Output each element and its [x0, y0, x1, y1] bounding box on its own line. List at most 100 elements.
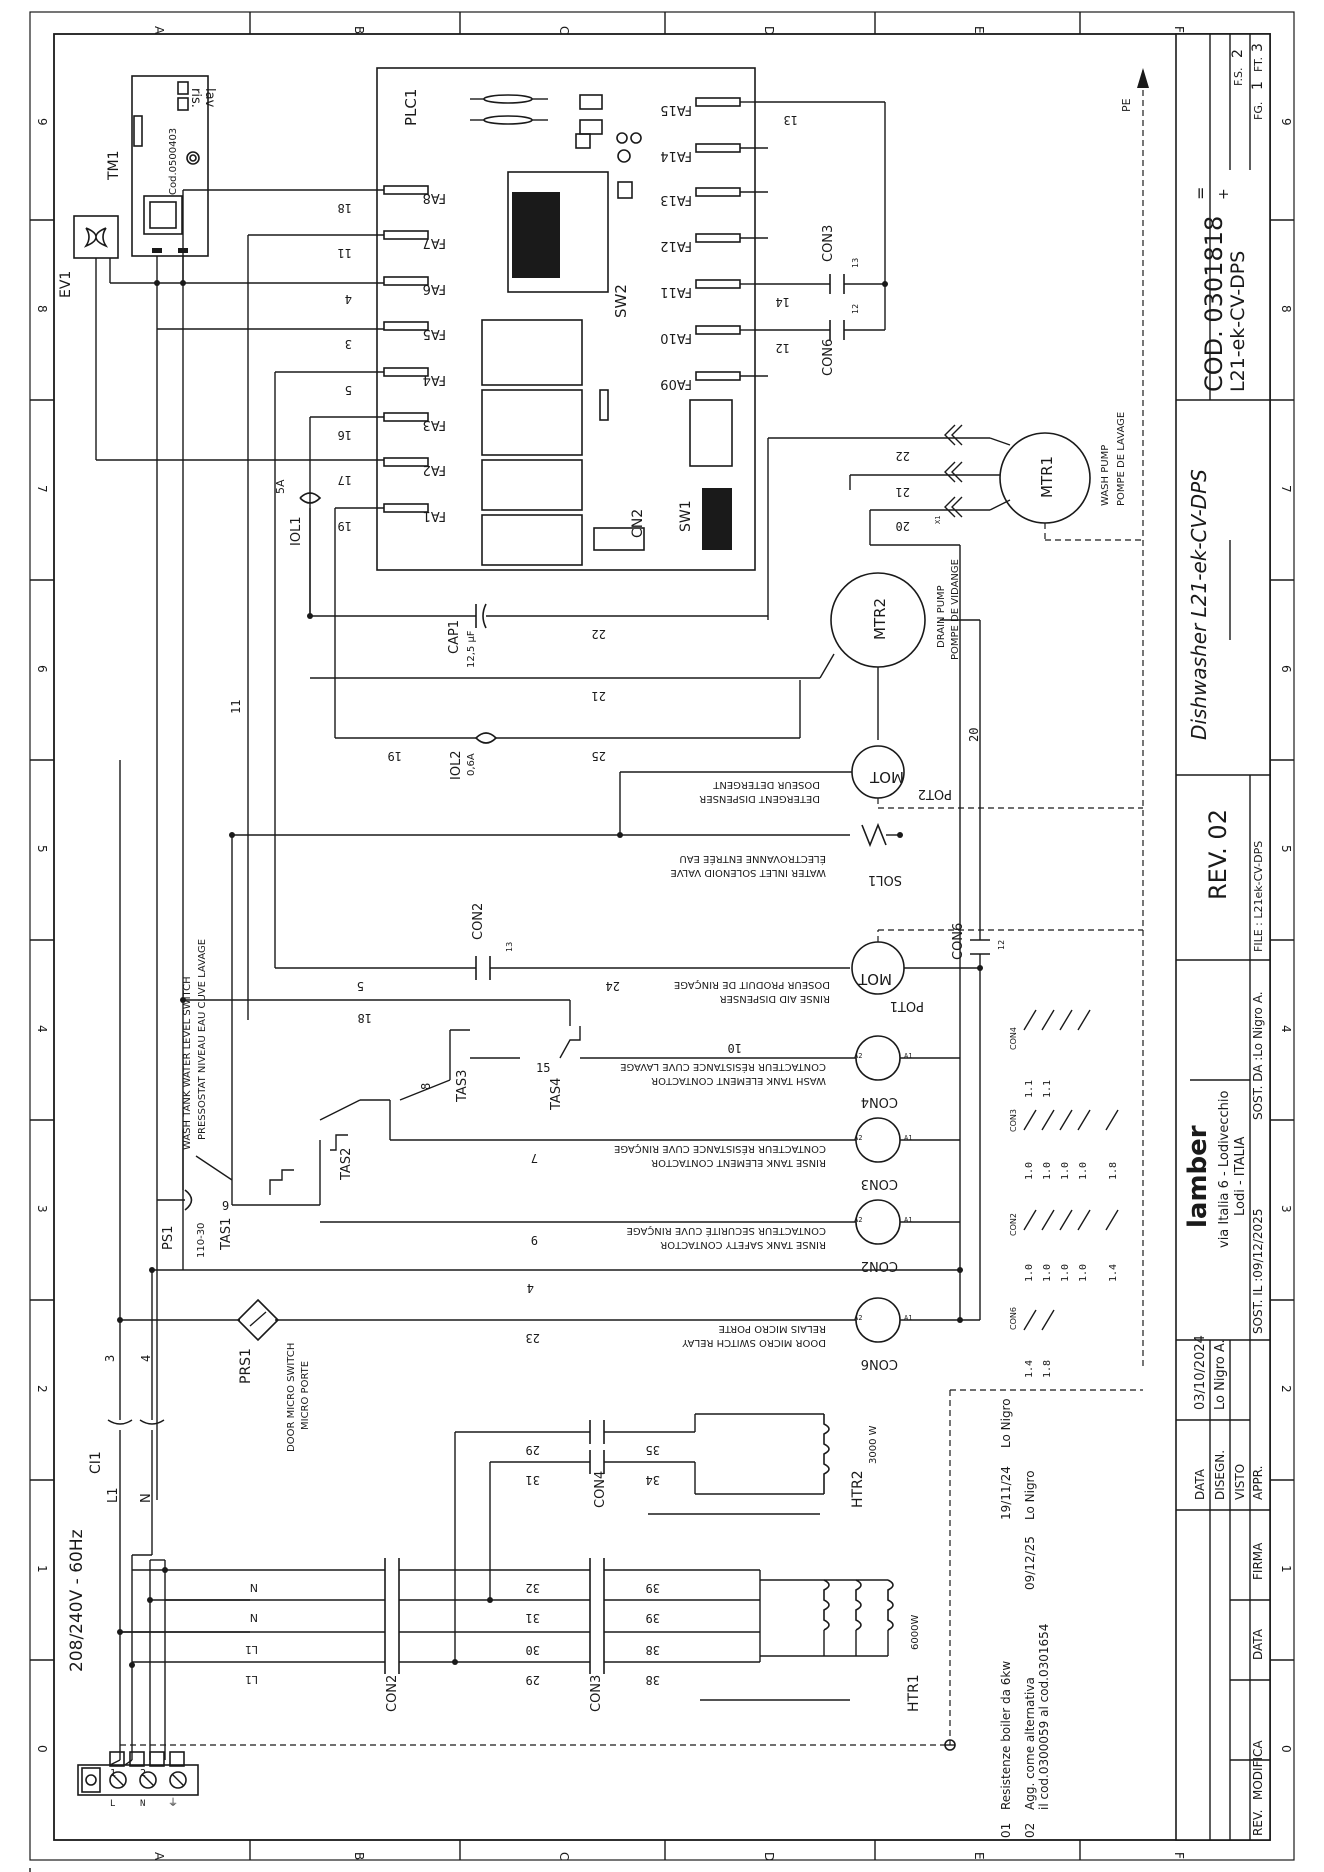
- grid-row-label: 2: [1279, 1385, 1293, 1393]
- disegn-value: Lo Nigro A.: [1213, 1339, 1228, 1410]
- con3-cap-pin: 13: [851, 258, 860, 268]
- plc-pin-fa7: FA7: [423, 235, 446, 250]
- wire-label: 16: [338, 428, 352, 442]
- wire-label: 5: [357, 979, 364, 993]
- plc-pin-fa5: FA5: [423, 326, 446, 341]
- htr1-heater: HTR1 6000W CON2 CON3 N N L1 L1 32 31 30 …: [120, 1558, 922, 1712]
- tm1-ris-label: ris.: [188, 88, 203, 108]
- fs-value: 2: [1230, 49, 1246, 58]
- wire-label: 22: [896, 449, 910, 463]
- prs1-en: DOOR MICRO SWITCH: [286, 1343, 297, 1452]
- fs-label: F.S.: [1232, 67, 1245, 86]
- wire-label: 21: [896, 485, 910, 499]
- fan-icon: [83, 227, 109, 248]
- ground-symbol-icon: ⏚: [168, 1797, 178, 1809]
- grid-row-label: 4: [35, 1025, 49, 1033]
- title-plus: +: [1216, 188, 1232, 200]
- supply-voltage-label: 208/240V - 60Hz: [67, 1529, 87, 1672]
- wire-label: 3: [345, 337, 352, 351]
- con2-coil-fr: CONTACTEUR SECURITÉ CUVE RINÇAGE: [627, 1225, 826, 1238]
- grid-row-label: 9: [1279, 118, 1293, 126]
- plc-pin-fa3: FA3: [423, 417, 446, 432]
- grid-row-label: 1: [1279, 1565, 1293, 1573]
- grid-col-label: E: [972, 1852, 986, 1860]
- htr1-line-label: N: [250, 1581, 258, 1594]
- wire-label: 5: [345, 383, 352, 397]
- plc-right-pins: FA15 FA14 FA13 FA12 FA11 FA10 FA09 13: [660, 97, 888, 391]
- table-cell: 1.0: [1042, 1264, 1053, 1282]
- con6-coil-label: CON6: [861, 1356, 898, 1371]
- note-by: Lo Nigro: [999, 1398, 1013, 1448]
- con2-cap-label: CON2: [471, 903, 486, 940]
- wire-label: 24: [606, 979, 620, 993]
- grid-row-label: 0: [35, 1745, 49, 1753]
- plc-pin-fa6: FA6: [423, 281, 446, 296]
- wire-label-4: 4: [139, 1355, 153, 1362]
- note-text: Agg. come alternativa: [1023, 1677, 1037, 1810]
- ps1-label: PS1: [161, 1226, 176, 1250]
- ft-label: FT.: [1252, 57, 1265, 72]
- pot1-rinse-aid-dispenser: CON2 13 5 24 MOT POT1 RINSE AID DISPENSE…: [275, 620, 1143, 1320]
- grid-row-label: 3: [1279, 1205, 1293, 1213]
- revision-label: REV. 02: [1204, 809, 1232, 900]
- a1-label: A1: [904, 1052, 912, 1060]
- wire-label: 11: [338, 246, 352, 260]
- mtr2-fr: POMPE DE VIDANGE: [950, 559, 961, 660]
- revision-notes: 01 Resistenze boiler da 6kw 19/11/24 Lo …: [999, 1398, 1051, 1838]
- plc-pin-fa11: FA11: [660, 284, 692, 299]
- wire-label: 17: [338, 473, 352, 487]
- note-date: 09/12/25: [1023, 1536, 1037, 1590]
- wire-label: 31: [526, 1611, 540, 1625]
- wire-label: 19: [338, 519, 352, 533]
- note-date: 19/11/24: [999, 1466, 1013, 1520]
- prs1-fr: MICRO PORTE: [300, 1361, 311, 1430]
- pot1-mot: MOT: [857, 970, 892, 988]
- prs1-door-switch: PRS1 DOOR MICRO SWITCH MICRO PORTE: [236, 1298, 311, 1452]
- note-text2: il cod.0300059 al cod.0301654: [1037, 1624, 1051, 1810]
- grid-col-label: B: [352, 26, 366, 34]
- table-con3: CON3: [1009, 1109, 1018, 1132]
- mtr1-x1: X1: [934, 516, 942, 524]
- mtr1-fr: POMPE DE LAVAGE: [1116, 412, 1127, 506]
- company-address2: Lodi - ITALIA: [1233, 1136, 1248, 1216]
- mtr2-label: MTR2: [871, 598, 889, 640]
- company-address1: via Italia 6 - Lodivecchio: [1217, 1090, 1232, 1248]
- wire-label: 38: [646, 1673, 660, 1687]
- ci1-label: CI1: [88, 1451, 104, 1474]
- iol1-value: 5A: [274, 479, 287, 494]
- terminal-label-2: 2: [140, 1768, 146, 1779]
- con6-coil: CON6 DOOR MICRO SWITCH RELAY RELAIS MICR…: [117, 1297, 980, 1371]
- wire-label: 11: [229, 700, 243, 714]
- ev1-label: EV1: [58, 271, 74, 298]
- tas4-label: TAS4: [549, 1078, 564, 1111]
- con3-cap-label: CON3: [821, 225, 836, 262]
- wire-label-9: 9: [222, 1199, 229, 1213]
- grid-row-label: 5: [1279, 845, 1293, 853]
- contacts-table: CON4 1.1 1.1 CON3 1.0 1.0 1.0 1.0 1.8 CO…: [1009, 1009, 1119, 1378]
- wire-label: 9: [531, 1233, 538, 1247]
- a2-label: A2: [854, 1134, 862, 1142]
- sost-il: SOST. IL :09/12/2025: [1251, 1209, 1265, 1334]
- wire-label: 19: [388, 749, 402, 763]
- grid-col-label: A: [152, 1852, 166, 1861]
- htr2-heater: HTR2 3000 W CON4 29 31 35 34: [454, 1413, 879, 1662]
- ev1-fan: EV1: [58, 215, 119, 460]
- tas3-label: TAS3: [455, 1070, 470, 1103]
- table-cell: 1.0: [1024, 1162, 1035, 1180]
- wire-label: 23: [526, 1331, 540, 1345]
- title-block: COD. 0301818 = + L21-ek-CV-DPS FG. 1 FT.…: [1175, 33, 1271, 1841]
- grid-row-label: 2: [35, 1385, 49, 1393]
- grid-col-label: D: [762, 26, 776, 35]
- wire-4-bus: 4: [149, 1267, 963, 1295]
- wire-label: 25: [592, 749, 606, 763]
- wire-label: 10: [728, 1041, 742, 1055]
- table-cell: 1.4: [1024, 1360, 1035, 1378]
- wire-label: 30: [526, 1643, 540, 1657]
- plc-pin-fa10: FA10: [660, 330, 692, 345]
- wire-label: 7: [531, 1151, 538, 1165]
- grid-col-label: E: [972, 26, 986, 34]
- wire-label: 29: [526, 1673, 540, 1687]
- grid-row-label: 3: [35, 1205, 49, 1213]
- ps1-level-switch: PS1 WASH TANK WATER LEVEL SWITCH PRESSOS…: [157, 939, 320, 1258]
